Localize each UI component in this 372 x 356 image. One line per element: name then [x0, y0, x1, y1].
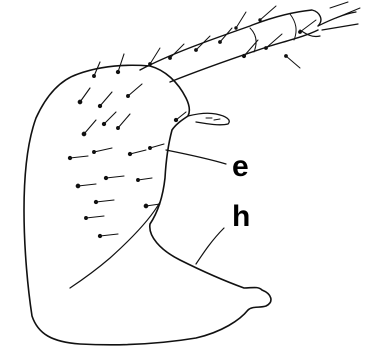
notch-detail	[206, 118, 220, 120]
label-h: h	[232, 202, 250, 232]
notch-knob	[188, 113, 229, 125]
appendage-segment	[250, 14, 296, 52]
appendage-tip	[300, 12, 358, 37]
leader-line-h	[196, 228, 224, 264]
inner-fold-line	[70, 202, 160, 288]
leader-line-e	[166, 150, 226, 164]
label-e: e	[232, 152, 249, 182]
